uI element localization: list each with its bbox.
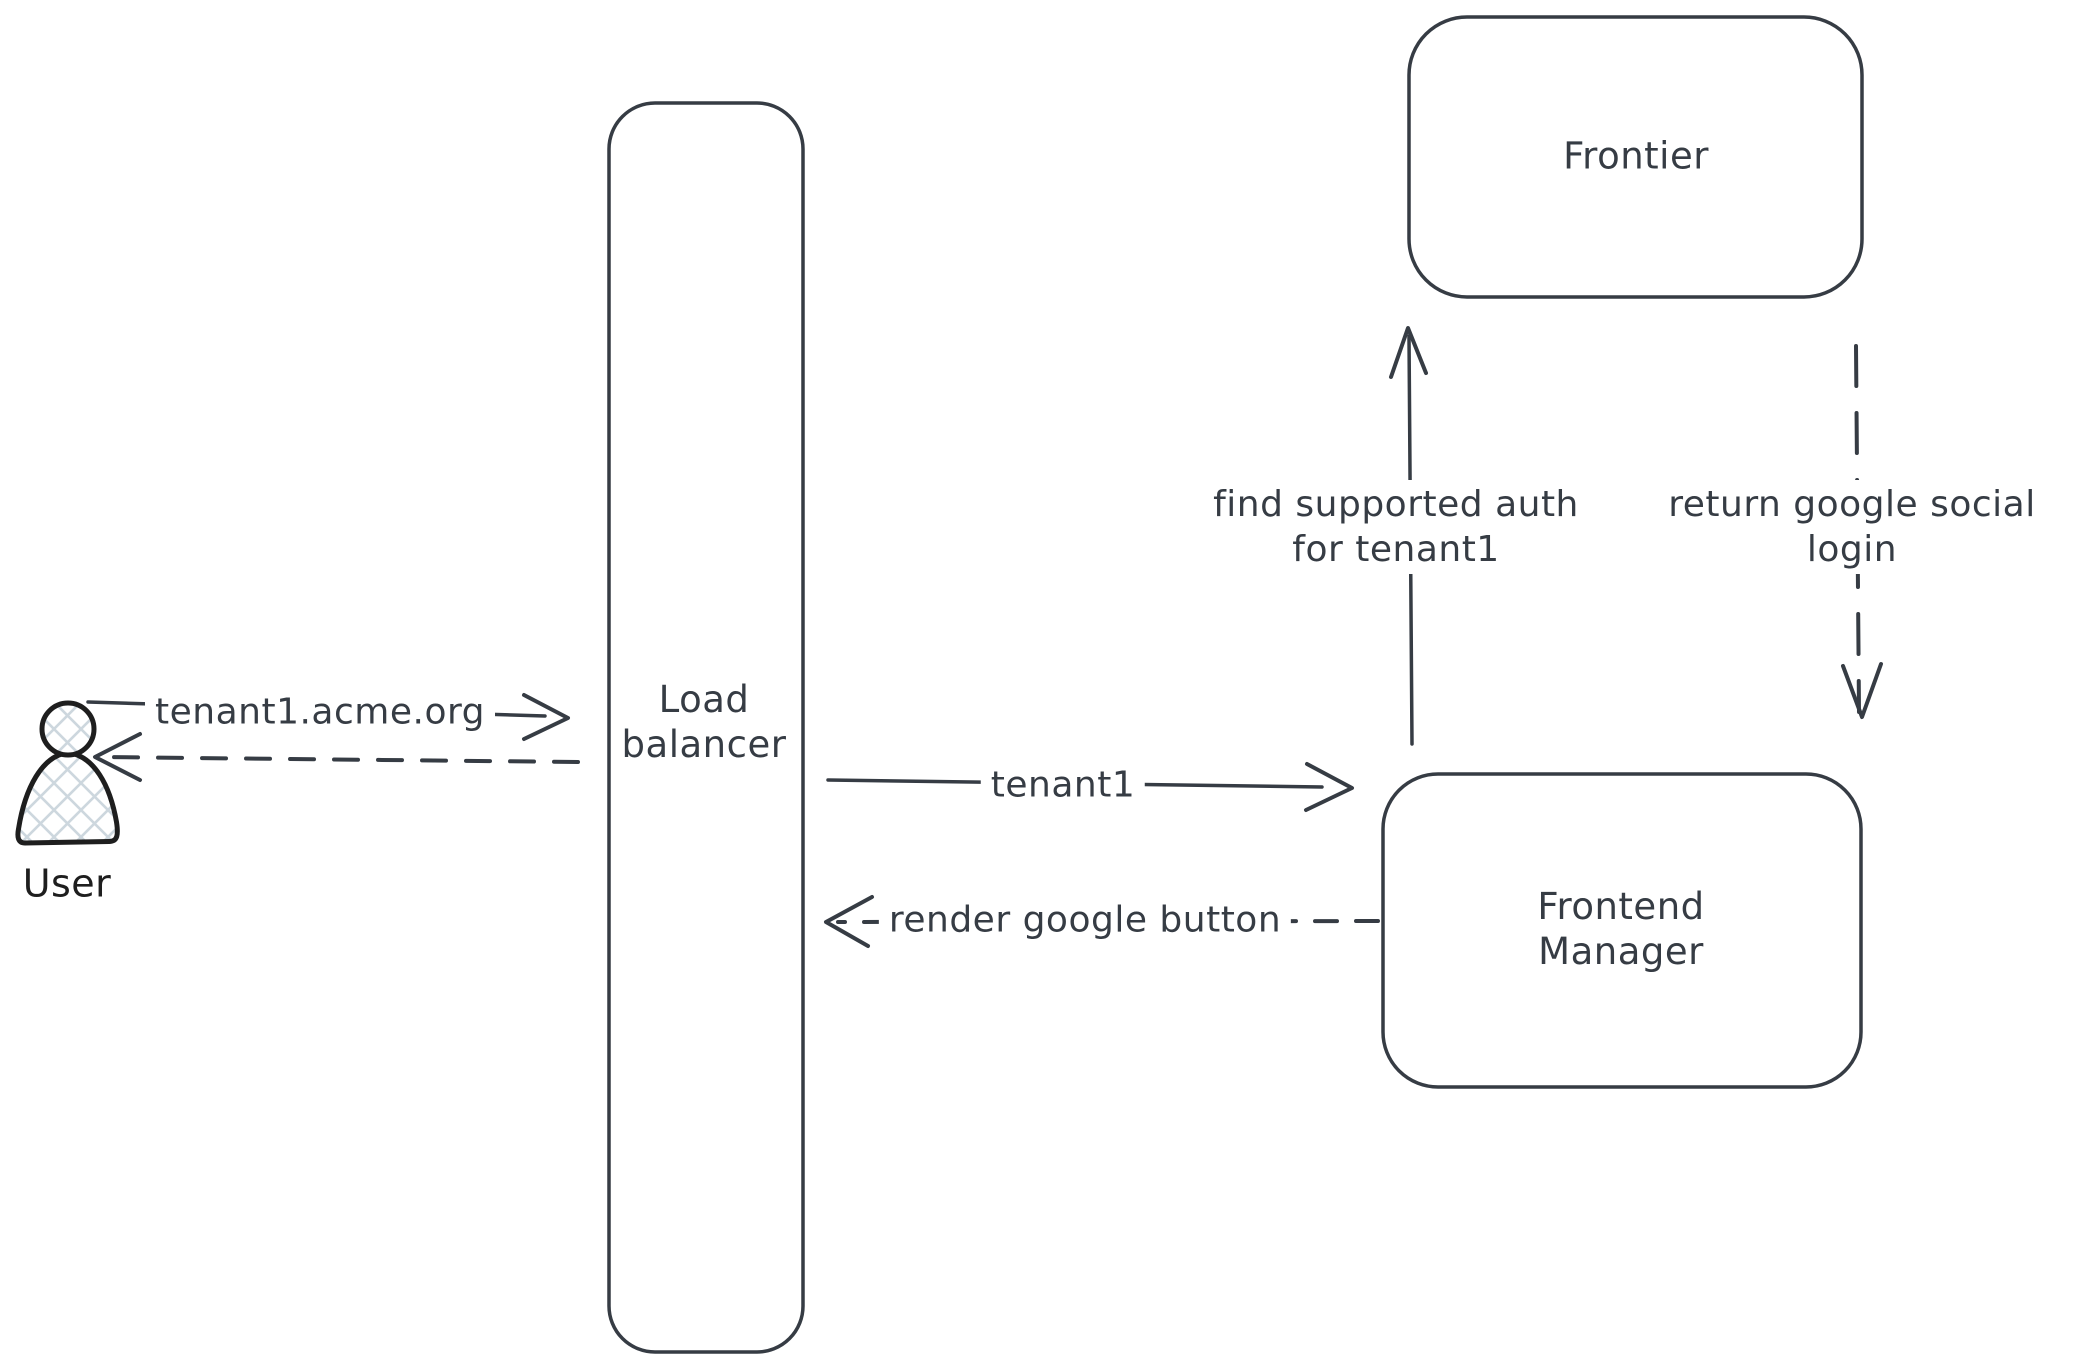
load-balancer-box — [607, 101, 805, 1354]
frontier-label: Frontier — [1563, 134, 1709, 178]
arrow-label-return-google-social-login: return google social login — [1658, 480, 2046, 574]
arrow-label-render-google-button: render google button — [878, 895, 1292, 945]
frontend-manager-label: Frontend Manager — [1537, 884, 1704, 974]
arrow-label-return-google-social-login-line1: return google social — [1668, 484, 2036, 525]
arrow-label-return-google-social-login-line2: login — [1806, 529, 1898, 570]
arrow-label-tenant1-acme-org: tenant1.acme.org — [145, 687, 495, 737]
arrow-load-balancer-to-user — [93, 732, 580, 782]
arrow-label-find-supported-auth: find supported auth for tenant1 — [1203, 480, 1589, 574]
load-balancer-label-line1: Load — [658, 678, 750, 721]
arrow-label-find-supported-auth-line2: for tenant1 — [1292, 529, 1500, 570]
load-balancer-label-line2: balancer — [621, 723, 787, 766]
arrow-label-find-supported-auth-line1: find supported auth — [1213, 484, 1579, 525]
user-label: User — [22, 861, 112, 906]
user-actor-icon — [15, 700, 120, 846]
load-balancer-label: Load balancer — [622, 677, 787, 767]
arrow-frontier-to-frontend-manager — [1841, 344, 1883, 719]
frontend-manager-label-line2: Manager — [1538, 930, 1704, 973]
frontier-box — [1407, 15, 1864, 299]
frontend-manager-box — [1381, 772, 1863, 1089]
arrow-label-tenant1: tenant1 — [980, 760, 1146, 810]
frontend-manager-label-line1: Frontend — [1537, 885, 1705, 928]
